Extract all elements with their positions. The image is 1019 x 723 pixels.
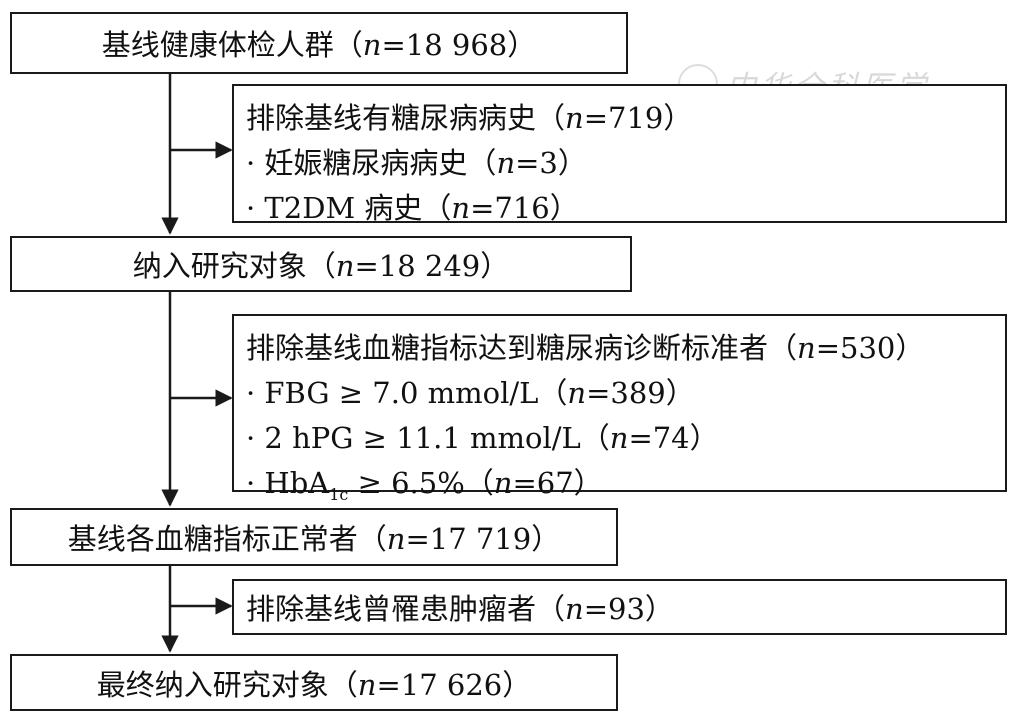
exclude2-item-fbg: · FBG ≥ 7.0 mmol/L（n=389） (246, 376, 695, 410)
exclude1-item-gdm: · 妊娠糖尿病病史（n=3） (246, 146, 587, 180)
exclude1-title: 排除基线有糖尿病病史（n=719） (246, 101, 693, 135)
box-exclude-diabetes-history: 排除基线有糖尿病病史（n=719） · 妊娠糖尿病病史（n=3） · T2DM … (232, 84, 1007, 225)
normal-label: 基线各血糖指标正常者（n=17 719） (67, 522, 561, 556)
box-exclude-tumor-history: 排除基线曾罹患肿瘤者（n=93） (232, 579, 1007, 635)
box-baseline-population: 基线健康体检人群（n=18 968） (10, 12, 628, 74)
box-final-included: 最终纳入研究对象（n=17 626） (10, 654, 618, 711)
exclude2-title: 排除基线血糖指标达到糖尿病诊断标准者（n=530） (246, 331, 925, 365)
box-included-subjects: 纳入研究对象（n=18 249） (10, 236, 632, 292)
box-exclude-diagnostic-criteria: 排除基线血糖指标达到糖尿病诊断标准者（n=530） · FBG ≥ 7.0 mm… (232, 314, 1007, 504)
exclude2-item-hpg: · 2 hPG ≥ 11.1 mmol/L（n=74） (246, 421, 719, 455)
baseline-label: 基线健康体检人群（n=18 968） (101, 28, 537, 62)
final-label: 最终纳入研究对象（n=17 626） (96, 667, 532, 702)
exclude1-item-t2dm: · T2DM 病史（n=716） (246, 191, 579, 225)
box-normal-glycemic: 基线各血糖指标正常者（n=17 719） (10, 508, 618, 566)
exclude3-label: 排除基线曾罹患肿瘤者（n=93） (246, 592, 674, 626)
included-label: 纳入研究对象（n=18 249） (132, 249, 510, 283)
exclude2-item-hba1c: · HbA1c ≥ 6.5%（n=67） (246, 466, 603, 504)
